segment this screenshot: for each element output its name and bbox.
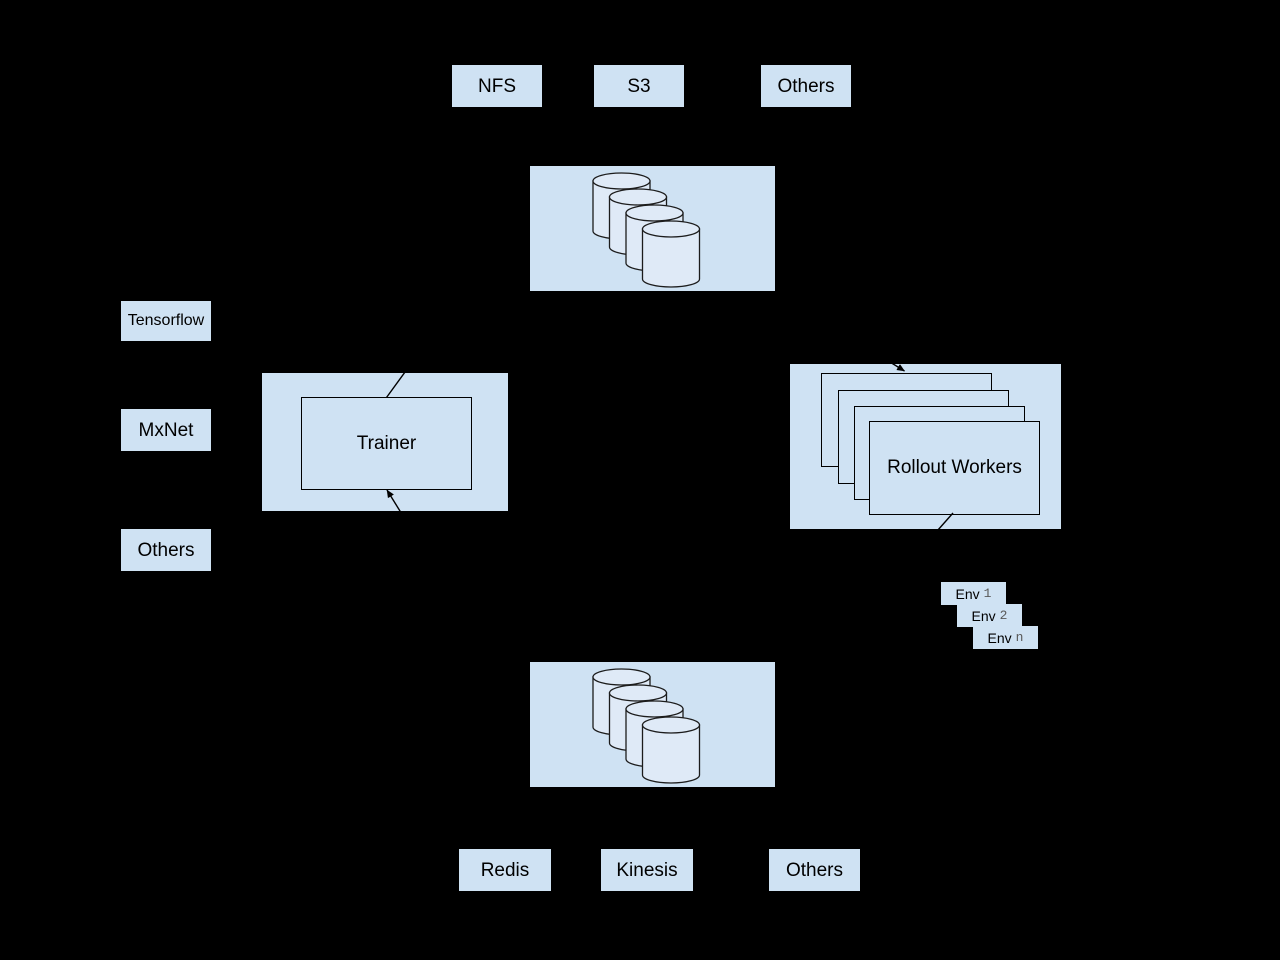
datastore-top-box: [530, 166, 775, 291]
arrow-bottomdb-to-trainer: [386, 489, 530, 721]
env-id: n: [1015, 630, 1024, 645]
queue-box-kinesis: Kinesis: [601, 849, 693, 891]
env-label: Env: [971, 607, 996, 624]
arrow-topdb-to-rollout: [775, 291, 905, 372]
env-id: 1: [983, 586, 992, 601]
storage-box-s3: S3: [594, 65, 684, 107]
env-box-n: Env n: [973, 626, 1038, 649]
framework-box-others: Others: [121, 529, 211, 571]
trainer-box: Trainer: [301, 397, 472, 490]
queue-box-redis: Redis: [459, 849, 551, 891]
env-label: Env: [955, 585, 980, 602]
env-box-1: Env 1: [941, 582, 1006, 605]
rollout-workers-box: Rollout Workers: [869, 421, 1040, 515]
framework-box-mxnet: MxNet: [121, 409, 211, 451]
arrow-rollout-to-bottomdb: [776, 512, 954, 713]
queue-box-others: Others: [769, 849, 860, 891]
env-id: 2: [999, 608, 1008, 623]
env-box-2: Env 2: [957, 604, 1022, 627]
storage-box-others: Others: [761, 65, 851, 107]
datastore-bottom-box: [530, 662, 775, 787]
storage-box-nfs: NFS: [452, 65, 542, 107]
framework-box-tensorflow: Tensorflow: [121, 301, 211, 341]
env-label: Env: [987, 629, 1012, 646]
arrow-topdb-to-trainer: [385, 202, 529, 398]
